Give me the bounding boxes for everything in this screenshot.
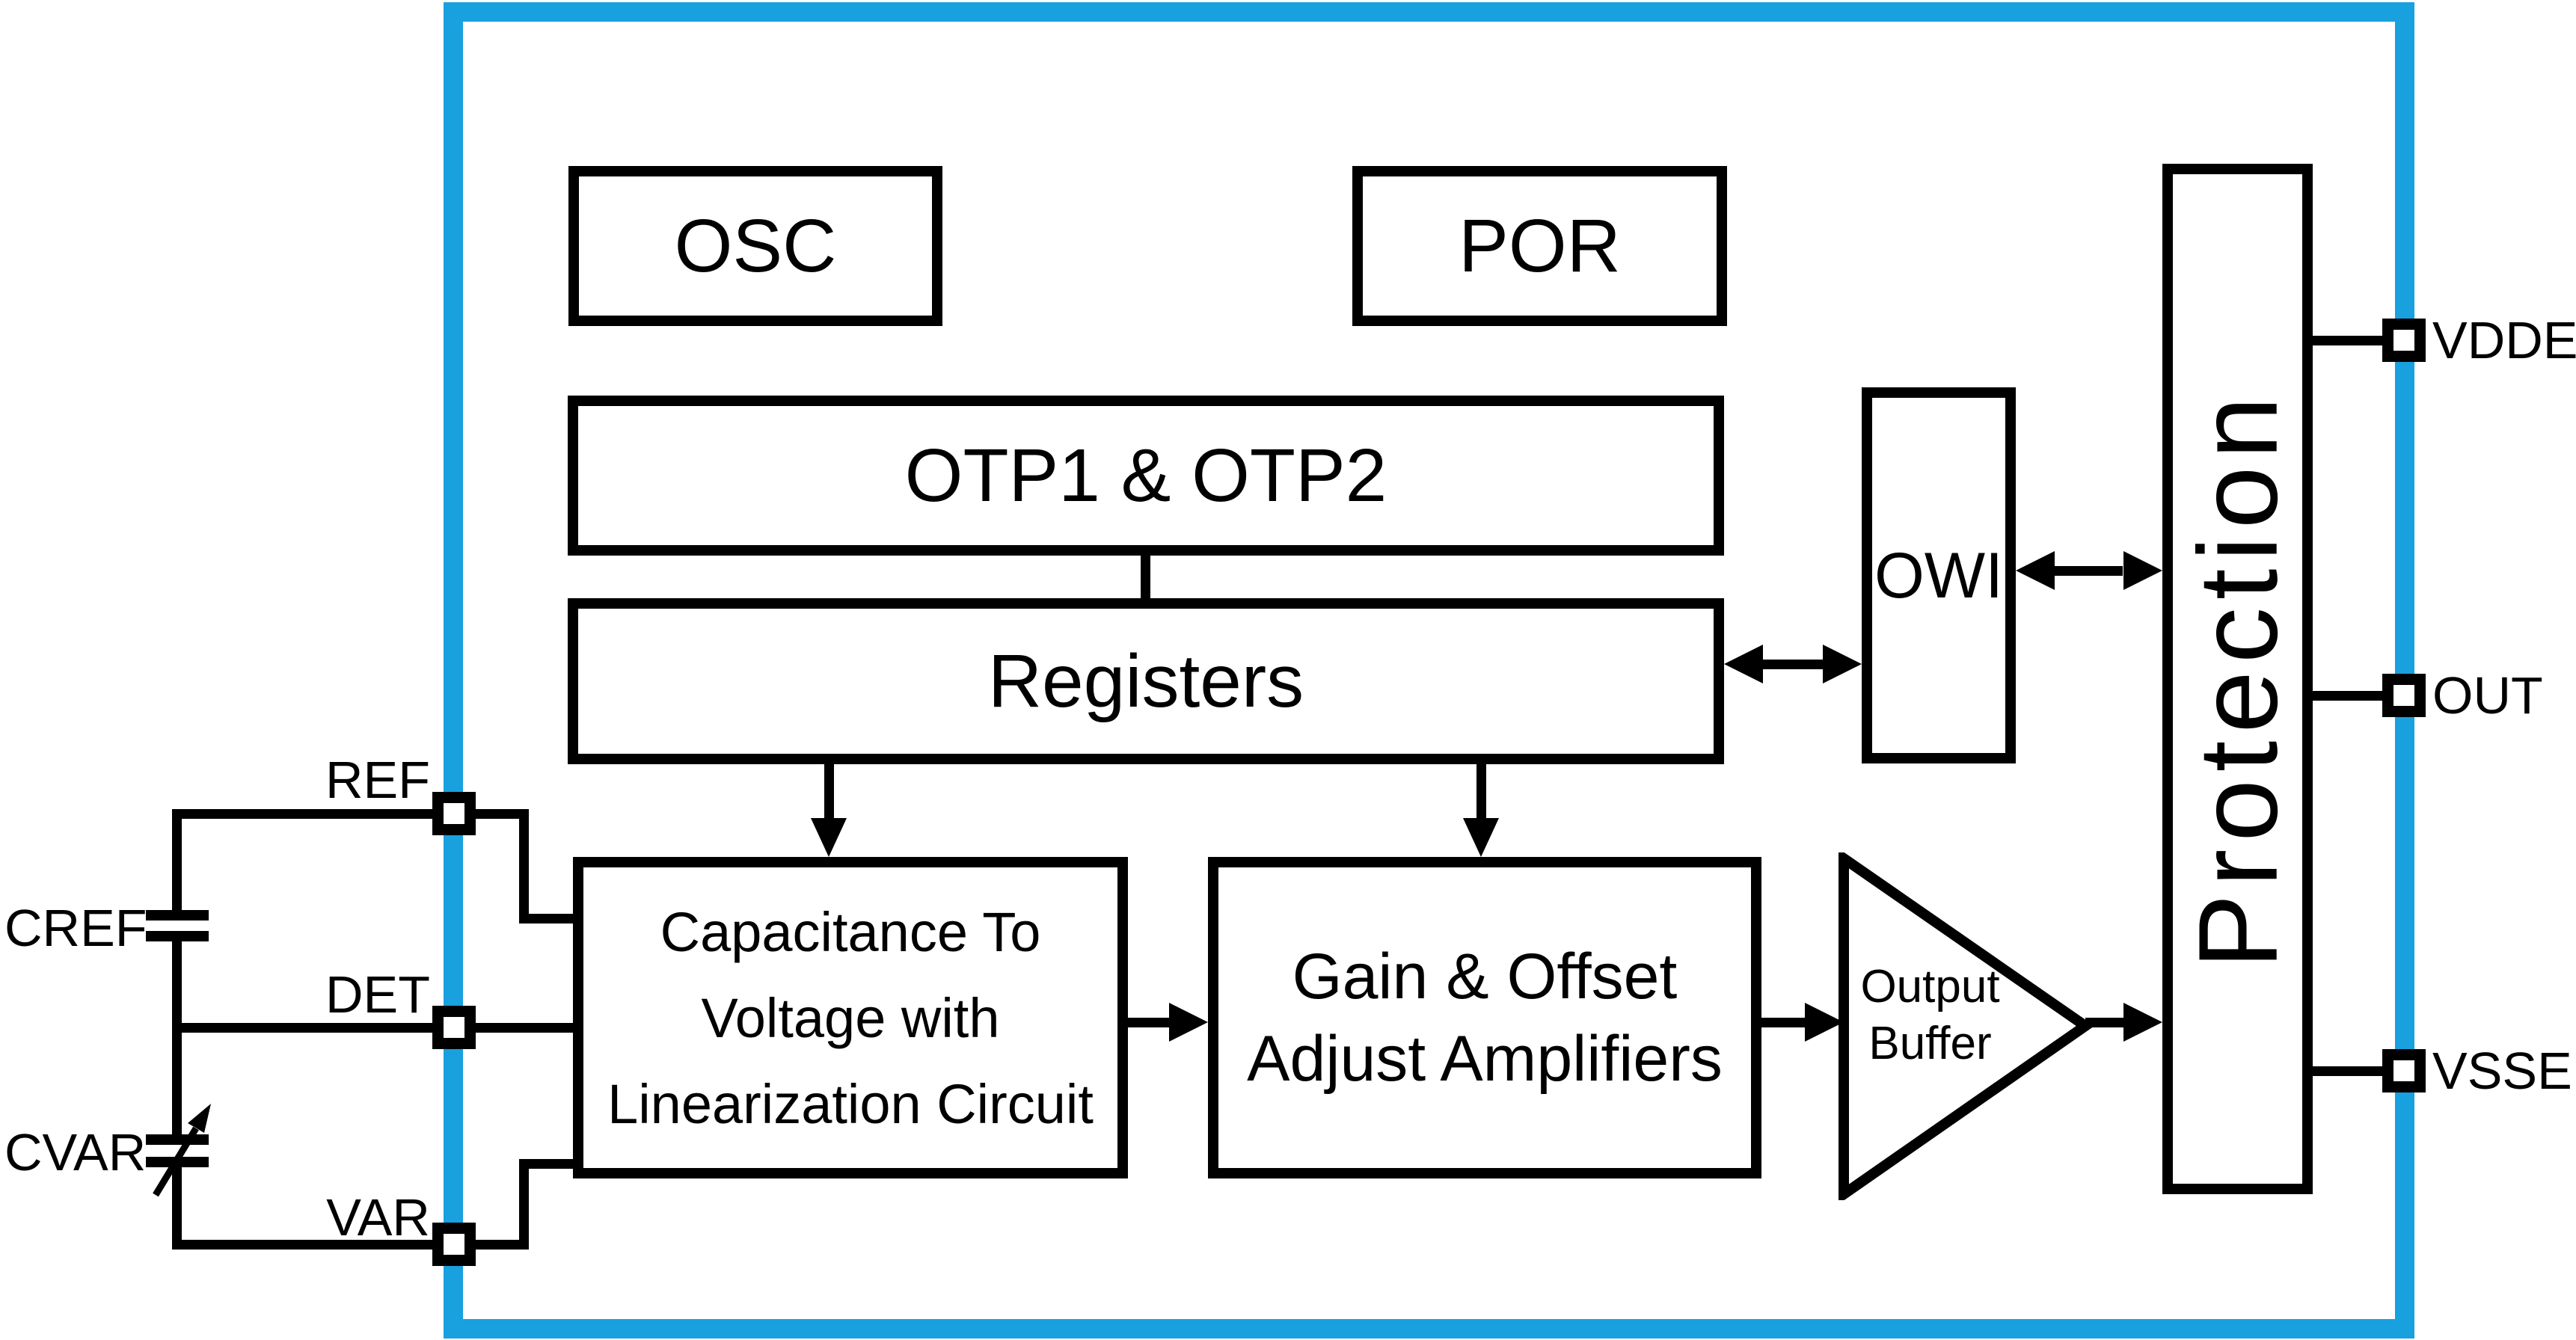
wire-left-bus-upper	[172, 809, 182, 910]
wire-protection-to-vdde	[2313, 336, 2383, 345]
cref-capacitor-plate-top	[146, 910, 209, 921]
pin-pad-det-hole	[444, 1017, 464, 1038]
wire-buffer-to-protection	[2085, 1018, 2123, 1027]
block-osc: OSC	[568, 166, 942, 326]
cvar-variable-arrow-icon	[153, 1104, 211, 1197]
arrowhead-into-owi	[1823, 645, 1862, 683]
arrowhead-into-gain	[1169, 1003, 1208, 1042]
arrowhead-into-protection-lower	[2123, 1003, 2162, 1042]
wire-var-internal-h1	[476, 1240, 529, 1250]
c2v-line3: Linearization Circuit	[607, 1072, 1094, 1135]
output-buffer-triangle-icon	[1839, 852, 2094, 1200]
wire-var-external	[177, 1240, 432, 1250]
arrowhead-into-owi-right	[2016, 551, 2055, 590]
pin-label-ref: REF	[325, 751, 430, 809]
pin-label-out: OUT	[2432, 666, 2543, 725]
arrowhead-registers-to-gain	[1463, 818, 1499, 857]
wire-det-external	[177, 1023, 432, 1033]
arrowhead-into-protection-upper	[2123, 551, 2162, 590]
wire-ref-internal-h2	[519, 914, 573, 923]
wire-var-internal-h2	[519, 1159, 573, 1169]
arrowhead-registers-to-c2v	[811, 818, 847, 857]
pin-label-det: DET	[325, 965, 430, 1024]
wire-ref-internal-v	[519, 809, 529, 923]
wire-protection-to-vsse	[2313, 1066, 2383, 1076]
c2v-line2: Voltage with	[701, 986, 1000, 1049]
arrowhead-into-buffer	[1805, 1003, 1844, 1042]
gain-line2: Adjust Amplifiers	[1247, 1023, 1723, 1095]
wire-left-bus-middle	[172, 941, 182, 1134]
gain-line1: Gain & Offset	[1292, 941, 1678, 1012]
block-registers: Registers	[568, 598, 1724, 764]
pin-pad-vdde	[2382, 319, 2426, 362]
pin-pad-vsse	[2382, 1049, 2426, 1092]
pin-pad-var	[432, 1223, 476, 1266]
wire-ref-internal-h1	[476, 809, 529, 819]
chip-boundary-border	[444, 2, 2414, 1339]
wire-gain-to-buffer	[1761, 1018, 1805, 1027]
pin-pad-vsse-hole	[2393, 1060, 2414, 1081]
output-buffer-line2: Buffer	[1868, 1018, 1992, 1069]
block-gain-offset-amplifiers: Gain & Offset Adjust Amplifiers	[1208, 857, 1761, 1178]
pin-pad-var-hole	[444, 1234, 464, 1255]
pin-pad-ref-hole	[444, 803, 464, 824]
block-otp-label: OTP1 & OTP2	[904, 434, 1387, 517]
pin-pad-out-hole	[2393, 685, 2414, 706]
block-osc-label: OSC	[674, 204, 837, 288]
pin-pad-ref	[432, 792, 476, 835]
output-buffer-label: Output Buffer	[1853, 959, 2007, 1072]
pin-pad-out	[2382, 674, 2426, 717]
wire-c2v-to-gain	[1128, 1018, 1169, 1027]
block-protection-label: Protection	[2174, 389, 2301, 969]
pin-pad-det	[432, 1006, 476, 1049]
block-owi-label: OWI	[1874, 539, 2003, 612]
wire-ref-external	[177, 809, 432, 819]
wire-var-internal-v	[519, 1159, 529, 1250]
wire-owi-protection	[2051, 566, 2123, 576]
pin-label-vdde: VDDE	[2432, 311, 2576, 369]
block-registers-label: Registers	[987, 639, 1304, 723]
block-protection: Protection	[2162, 164, 2313, 1194]
cref-capacitor-plate-bottom	[146, 931, 209, 941]
block-capacitance-to-voltage: Capacitance To Voltage with Linearizatio…	[573, 857, 1128, 1178]
block-owi: OWI	[1862, 387, 2016, 763]
pin-label-vsse: VSSE	[2432, 1042, 2572, 1100]
wire-registers-to-gain	[1476, 764, 1486, 821]
wire-registers-owi	[1759, 660, 1827, 669]
pin-label-var: VAR	[326, 1188, 430, 1247]
wire-otp-to-registers	[1141, 556, 1150, 598]
block-otp: OTP1 & OTP2	[568, 396, 1724, 556]
block-por-label: POR	[1459, 204, 1621, 288]
wire-det-internal	[476, 1023, 573, 1033]
capacitor-label-cref: CREF	[4, 899, 147, 957]
wire-protection-to-out	[2313, 691, 2383, 701]
c2v-line1: Capacitance To	[660, 900, 1041, 963]
wire-registers-to-c2v	[824, 764, 834, 821]
capacitor-label-cvar: CVAR	[4, 1123, 147, 1181]
block-por: POR	[1352, 166, 1727, 326]
output-buffer-line1: Output	[1860, 961, 2000, 1012]
wire-left-bus-lower	[172, 1167, 182, 1250]
pin-pad-vdde-hole	[2393, 330, 2414, 351]
arrowhead-into-registers	[1724, 645, 1763, 683]
